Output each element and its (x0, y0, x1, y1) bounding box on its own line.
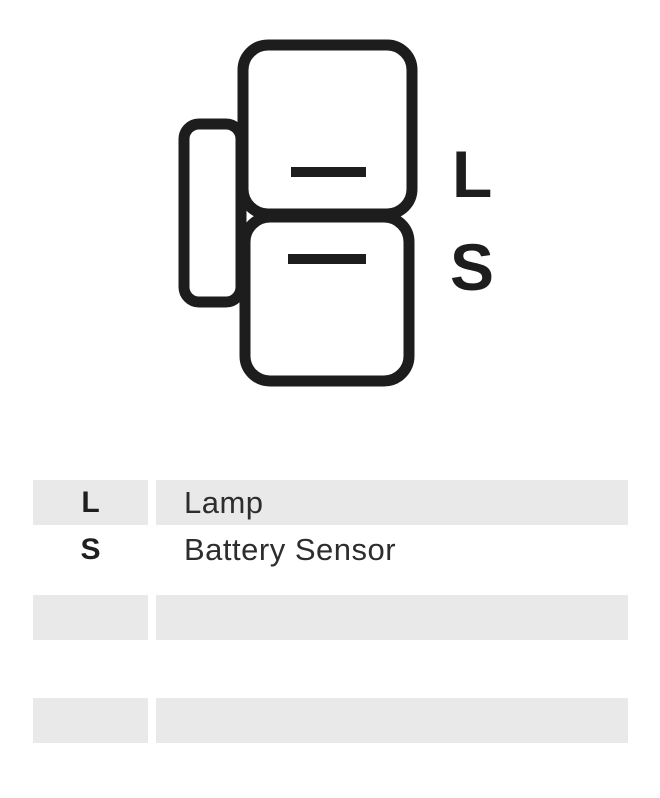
connector-diagram: L S (178, 39, 494, 387)
table-row: S Battery Sensor (33, 527, 628, 572)
table-row (33, 595, 628, 640)
terminal-code-cell: S (80, 532, 101, 566)
terminal-description-cell: Lamp (156, 480, 628, 525)
terminal-code-cell (33, 698, 148, 743)
connector-terminal-box-top (237, 39, 418, 220)
table-row (33, 698, 628, 743)
terminal-code-cell: L (33, 480, 148, 525)
terminal-description-cell (156, 698, 628, 743)
connector-diagram-svg: L S (178, 39, 494, 387)
terminal-label-l: L (452, 137, 492, 211)
terminal-description-cell: Battery Sensor (184, 531, 397, 567)
terminal-legend-table: L Lamp S Battery Sensor (33, 480, 628, 745)
connector-terminal-box-bottom (239, 211, 415, 387)
connector-side-tab (178, 118, 247, 308)
terminal-label-s: S (450, 230, 494, 304)
terminal-code-cell (33, 595, 148, 640)
table-row: L Lamp (33, 480, 628, 525)
terminal-description-cell (156, 595, 628, 640)
